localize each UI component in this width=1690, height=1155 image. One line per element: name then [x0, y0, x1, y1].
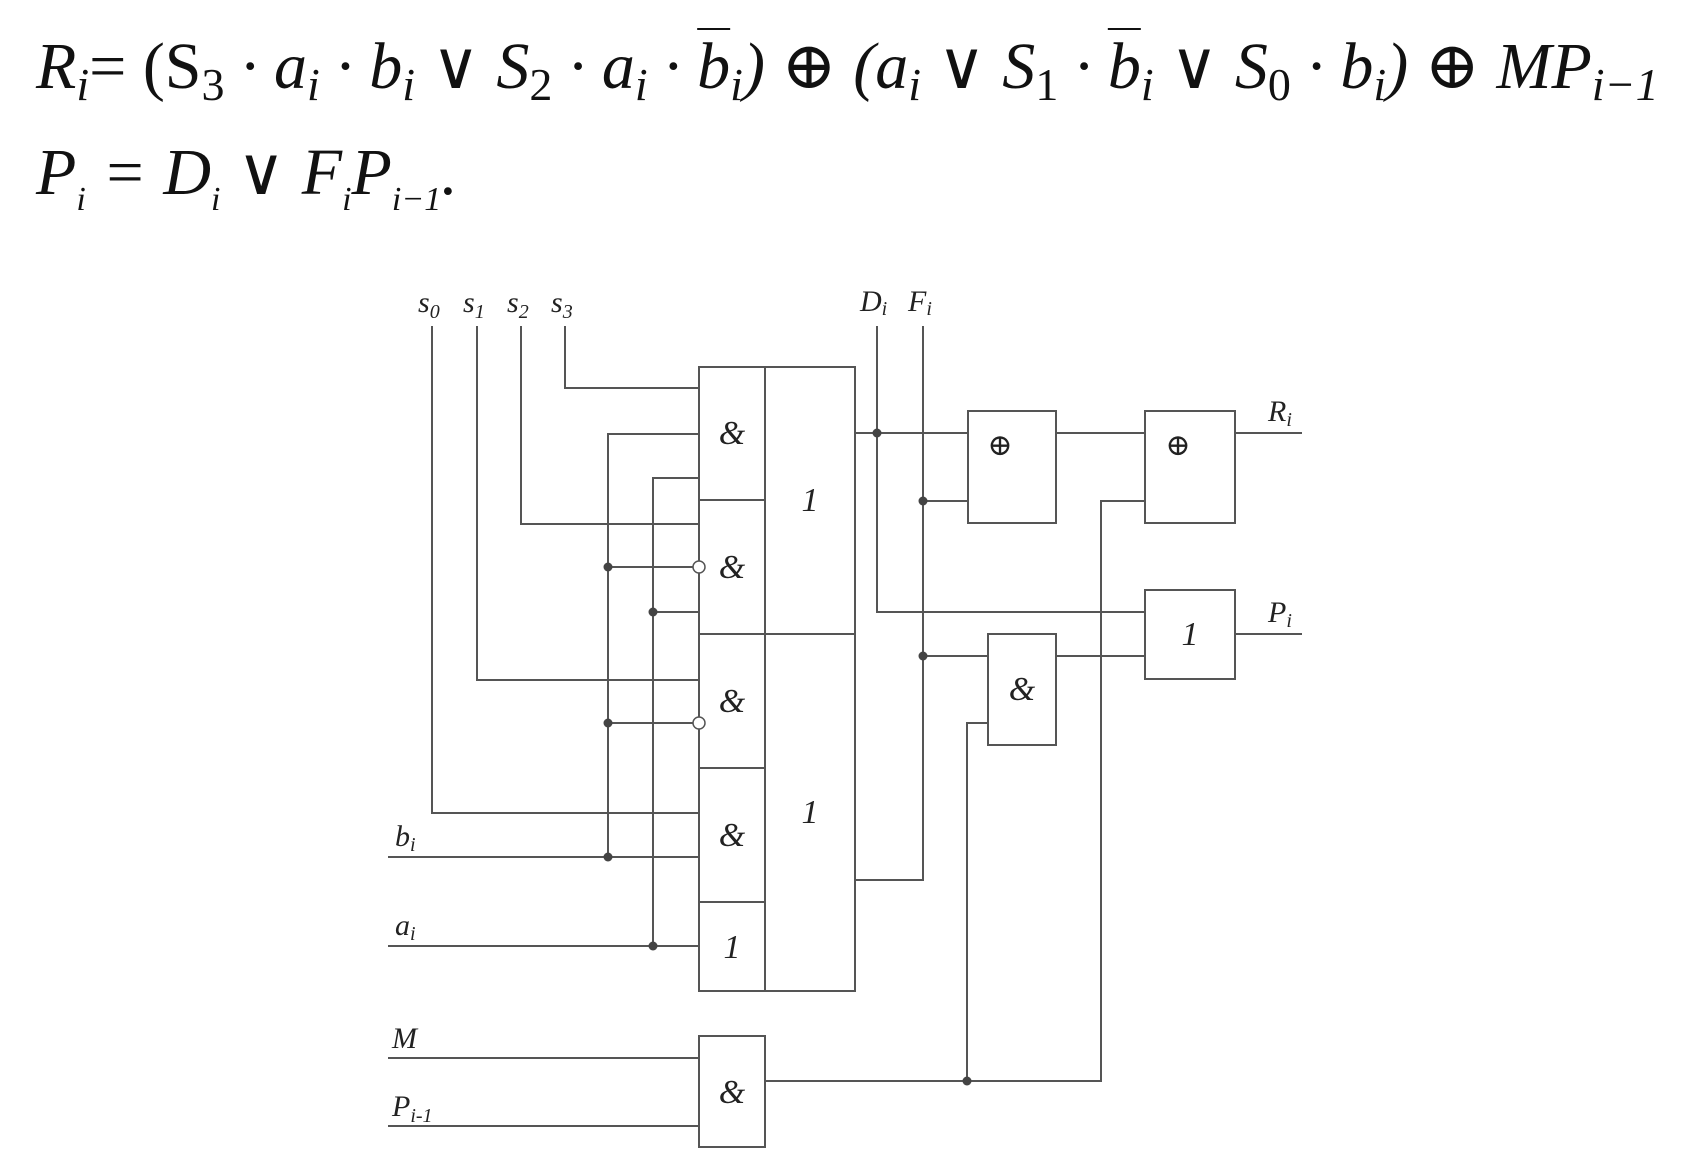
and-symbol: &	[719, 817, 746, 854]
label-fi: Fi	[907, 285, 932, 320]
label-s3: s3	[551, 286, 573, 323]
label-s0: s0	[418, 286, 440, 323]
wire-mp	[765, 500, 1145, 1082]
and-symbol: &	[719, 415, 746, 452]
junction-dot	[872, 428, 882, 438]
and-gate-2	[698, 499, 766, 635]
inverter-bubble-2	[692, 716, 706, 730]
or-symbol: 1	[802, 482, 819, 519]
junction-dot	[962, 1076, 972, 1086]
junction-dot	[918, 651, 928, 661]
label-s2: s2	[507, 286, 529, 323]
label-m: M	[391, 1022, 419, 1055]
and-symbol: &	[719, 683, 746, 720]
label-di: Di	[859, 285, 887, 320]
wire-bi-bus	[607, 433, 703, 857]
or-symbol: 1	[802, 794, 819, 831]
inverters	[692, 560, 706, 730]
formula-carry: Pi = Di ∨ FiPi−1.	[36, 136, 458, 218]
or-gate-carry	[1144, 589, 1236, 680]
xor-gate-1	[967, 410, 1057, 524]
junction-dot	[648, 941, 658, 951]
inverter-bubble-1	[692, 560, 706, 574]
and-symbol: &	[719, 1074, 746, 1111]
junction-dot	[648, 607, 658, 617]
wire-s0	[431, 326, 703, 814]
label-bi: bi	[395, 820, 416, 856]
junctions	[603, 428, 972, 1086]
wire-di	[876, 326, 1145, 613]
junction-dot	[603, 852, 613, 862]
signal-labels: s0 s1 s2 s3 Di Fi bi ai M Pi-1 Ri Pi	[391, 285, 1292, 1127]
junction-dot	[603, 718, 613, 728]
or-symbol: 1	[1182, 616, 1199, 653]
formula-result: Ri= (S3 · ai · bi ∨ S2 · ai · bi) ⊕ (ai …	[36, 30, 1659, 110]
wire-fi	[855, 326, 924, 881]
and-gate-1	[698, 366, 766, 501]
or-gate-lower	[764, 633, 856, 992]
label-ri: Ri	[1267, 395, 1292, 431]
junction-dot	[918, 496, 928, 506]
or-gate-upper	[764, 366, 856, 635]
and-symbol: &	[719, 549, 746, 586]
xor-symbol: ⊕	[1165, 429, 1190, 462]
wire-s2	[520, 326, 703, 525]
buffer-gate	[698, 901, 766, 992]
gate-symbols: & & & & 1 1 1 & ⊕ ⊕ & 1	[719, 415, 1199, 1111]
or-symbol: 1	[724, 929, 741, 966]
label-pi: Pi	[1267, 596, 1292, 632]
wire-s1	[476, 326, 703, 681]
xor-gate-2	[1144, 410, 1236, 524]
label-pprev: Pi-1	[391, 1090, 433, 1127]
and-gate-carry	[987, 633, 1057, 746]
xor-symbol: ⊕	[987, 429, 1012, 462]
junction-dot	[603, 562, 613, 572]
wire-mp-and	[966, 722, 988, 1081]
label-s1: s1	[463, 286, 485, 323]
and-gate-m	[698, 1035, 766, 1148]
wire-s3	[564, 326, 703, 389]
gates	[698, 366, 1236, 1148]
wire-ai-bus	[652, 477, 703, 946]
label-ai: ai	[395, 909, 416, 945]
and-symbol: &	[1009, 671, 1036, 708]
